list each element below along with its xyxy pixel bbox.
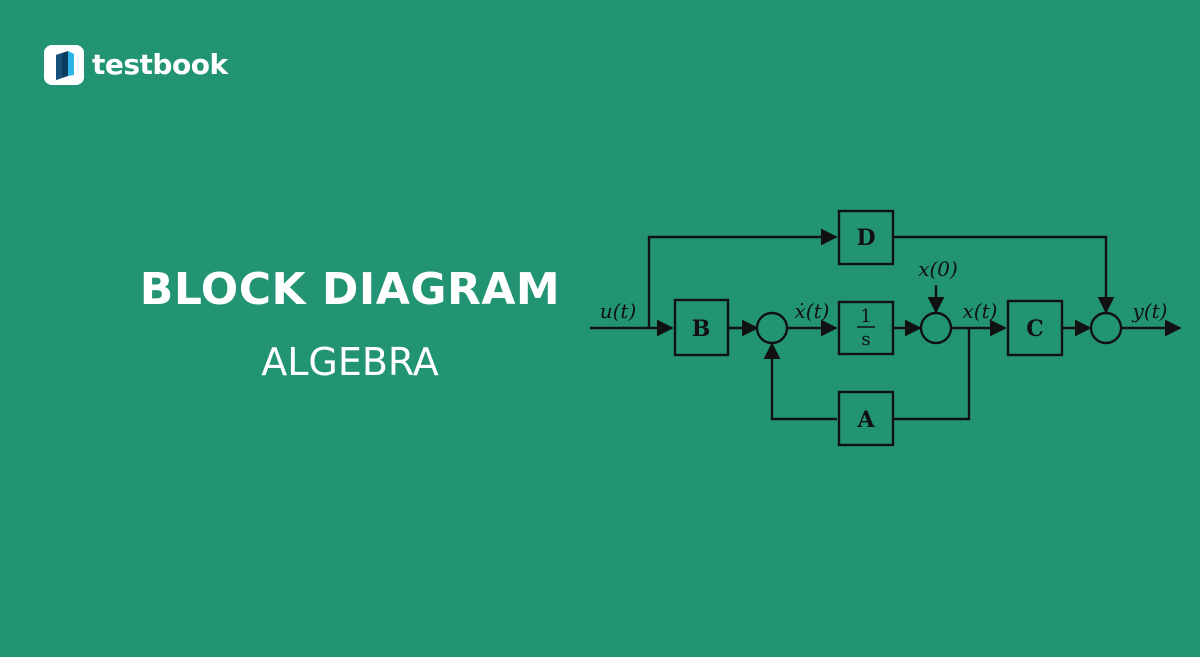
input-signal-label: u(t) <box>600 299 637 323</box>
block-a-label: A <box>856 407 875 433</box>
feedforward-path <box>647 228 838 328</box>
block-c-label: C <box>1026 316 1044 342</box>
testbook-logo[interactable]: testbook <box>44 44 228 86</box>
block-integrator <box>837 300 895 356</box>
summing-junction-output <box>1089 311 1123 345</box>
integrator-numerator: 1 <box>860 306 871 327</box>
block-b <box>673 298 730 357</box>
state-derivative-label: ẋ(t) <box>795 299 830 323</box>
a-to-sum-path <box>763 342 837 421</box>
d-to-output-sum <box>893 235 1115 314</box>
summing-junction-2 <box>919 311 953 345</box>
integrator-denominator: s <box>861 329 870 350</box>
initial-condition-label: x(0) <box>918 257 958 281</box>
block-d <box>837 209 895 266</box>
state-label: x(t) <box>963 299 998 323</box>
block-d-label: D <box>856 225 875 251</box>
summing-junction-1 <box>755 311 789 345</box>
book-icon <box>44 45 84 85</box>
state-to-a-path <box>893 328 971 421</box>
output-signal-label: y(t) <box>1132 299 1168 323</box>
block-b-label: B <box>692 316 711 342</box>
brand-name: testbook <box>92 48 228 81</box>
block-a <box>837 390 895 447</box>
page-subtitle: ALGEBRA <box>261 340 439 384</box>
block-c <box>1006 299 1064 357</box>
page-title: BLOCK DIAGRAM <box>139 264 561 315</box>
